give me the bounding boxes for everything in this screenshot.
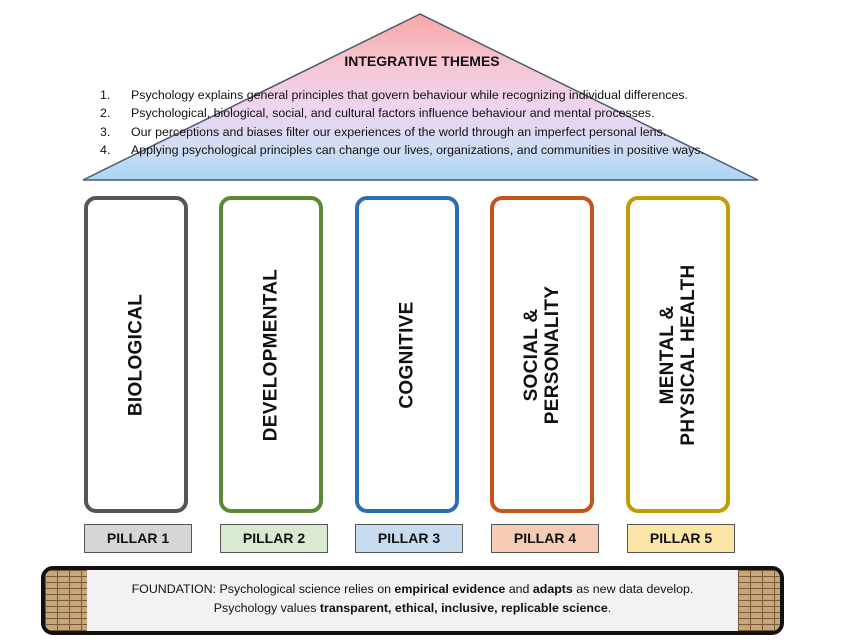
brick-pattern-right — [738, 570, 780, 631]
pillar-title: SOCIAL & PERSONALITY — [521, 285, 563, 424]
pillar-label-4: PILLAR 4 — [491, 524, 599, 553]
pillar-social-personality: SOCIAL & PERSONALITY — [490, 196, 594, 513]
roof-title: INTEGRATIVE THEMES — [344, 53, 500, 69]
foundation-text-part: and — [505, 582, 533, 596]
foundation-text-part: . — [607, 601, 612, 615]
foundation-box: FOUNDATION: Psychological science relies… — [41, 566, 784, 635]
foundation-emphasis: empirical evidence — [394, 582, 506, 596]
theme-item: 2. Psychological, biological, social, and… — [100, 104, 800, 122]
theme-text: Our perceptions and biases filter our ex… — [131, 124, 667, 139]
theme-number: 4. — [100, 143, 111, 158]
theme-text: Psychological, biological, social, and c… — [131, 106, 655, 121]
foundation-text: FOUNDATION: Psychological science relies… — [91, 580, 734, 618]
pillar-label-1: PILLAR 1 — [84, 524, 192, 553]
theme-item: 1. Psychology explains general principles… — [100, 86, 800, 104]
theme-item: 3. Our perceptions and biases filter our … — [100, 123, 800, 141]
pillar-title: BIOLOGICAL — [125, 293, 147, 416]
theme-number: 3. — [100, 124, 111, 139]
pillar-title: MENTAL & PHYSICAL HEALTH — [657, 263, 699, 446]
pillar-title: COGNITIVE — [396, 300, 418, 409]
pillar-developmental: DEVELOPMENTAL — [219, 196, 323, 513]
pillar-mental-physical-health: MENTAL & PHYSICAL HEALTH — [626, 196, 730, 513]
theme-number: 2. — [100, 106, 111, 121]
foundation-text-part: Psychology values — [213, 601, 320, 615]
foundation-emphasis: transparent, ethical, inclusive, replica… — [319, 601, 608, 615]
foundation-emphasis: adapts — [532, 582, 573, 596]
brick-pattern-left — [45, 570, 87, 631]
foundation-line-2: Psychology values transparent, ethical, … — [91, 599, 734, 618]
theme-text: Applying psychological principles can ch… — [131, 143, 705, 158]
themes-list: 1. Psychology explains general principles… — [100, 86, 800, 160]
pillar-label-2: PILLAR 2 — [220, 524, 328, 553]
theme-text: Psychology explains general principles t… — [131, 88, 688, 102]
pillar-cognitive: COGNITIVE — [355, 196, 459, 513]
pillar-biological: BIOLOGICAL — [84, 196, 188, 513]
pillar-title: DEVELOPMENTAL — [260, 268, 282, 441]
foundation-line-1: FOUNDATION: Psychological science relies… — [91, 580, 734, 599]
foundation-text-part: FOUNDATION: Psychological science relies… — [131, 582, 395, 596]
pillar-label-5: PILLAR 5 — [627, 524, 735, 553]
foundation-text-part: as new data develop. — [572, 582, 694, 596]
pillar-label-3: PILLAR 3 — [355, 524, 463, 553]
theme-item: 4. Applying psychological principles can … — [100, 141, 800, 159]
theme-number: 1. — [100, 88, 111, 102]
